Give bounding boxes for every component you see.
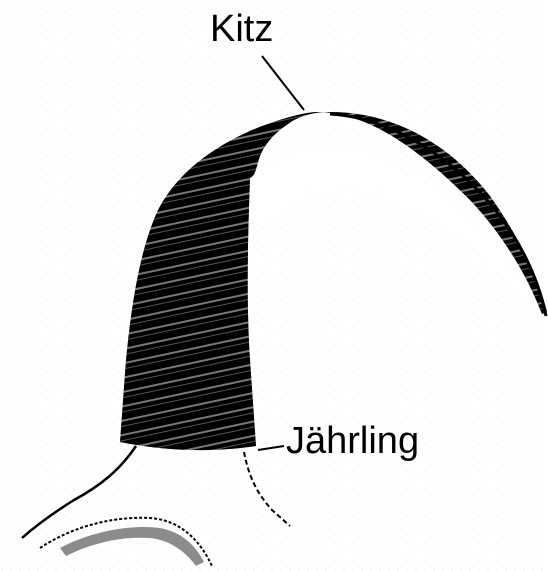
label-jaehrling: Jährling: [286, 422, 419, 460]
label-kitz: Kitz: [210, 10, 273, 48]
